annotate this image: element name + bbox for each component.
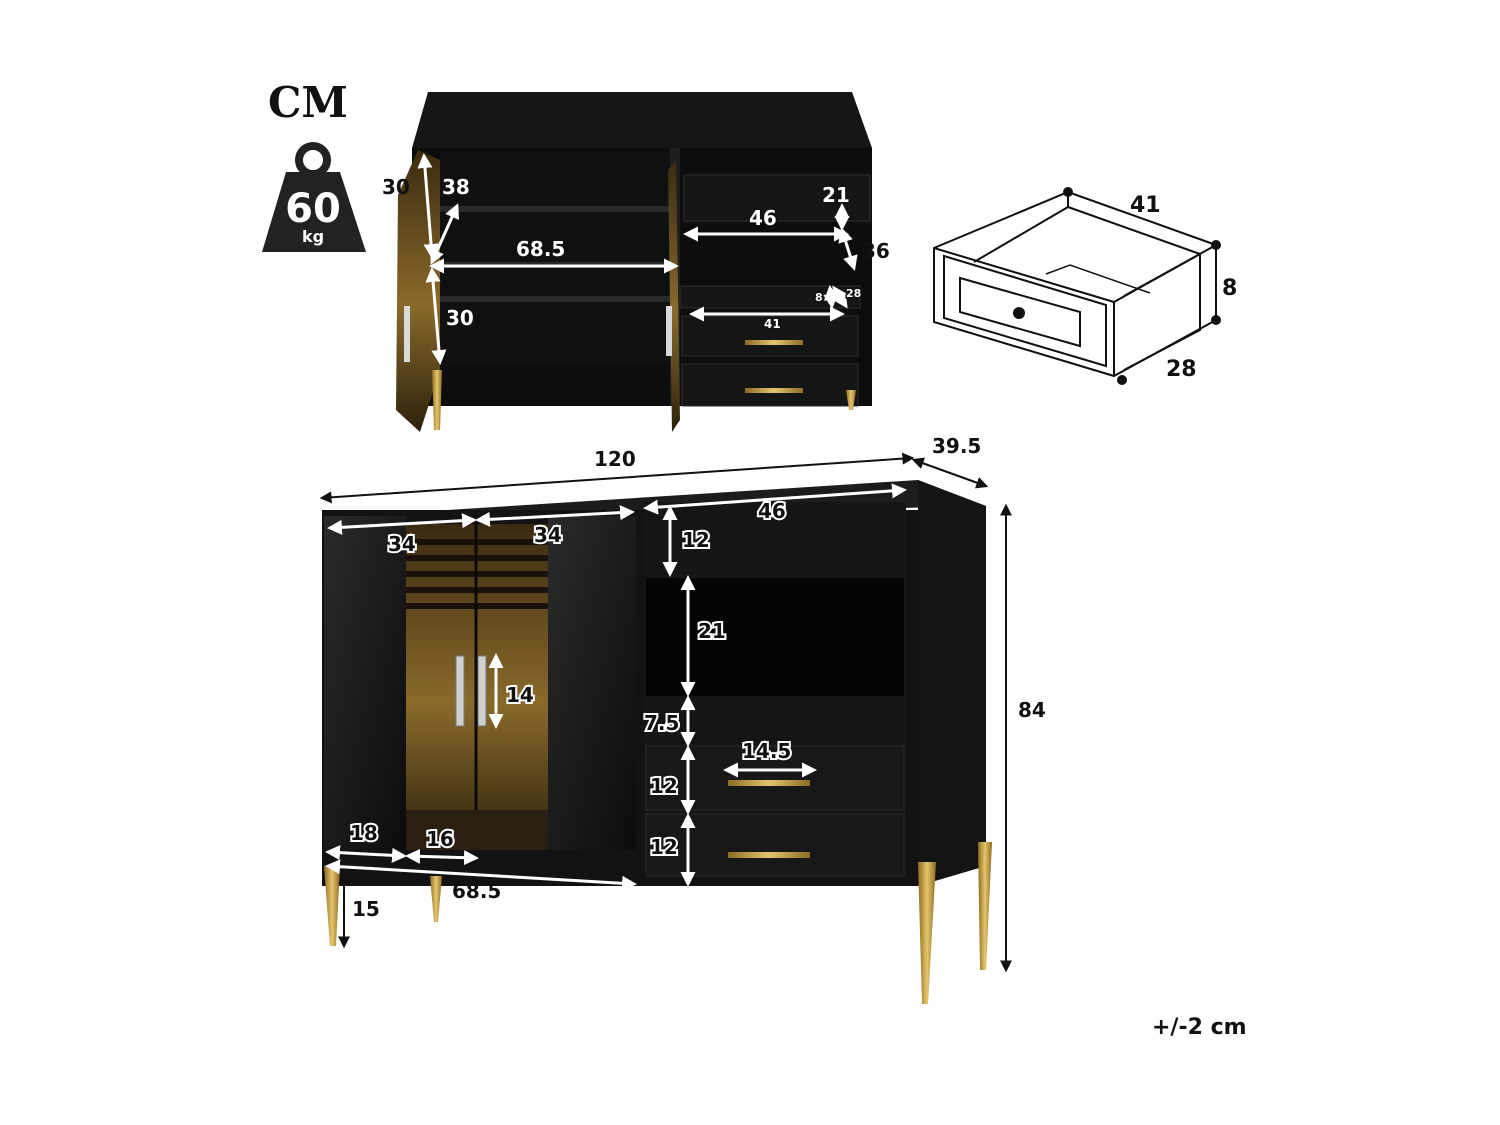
fv-right-section-width: 46 <box>758 499 786 523</box>
tv-small-drawer-height: 8 <box>815 291 823 304</box>
drawer-width: 41 <box>1130 193 1161 218</box>
fv-drawer-handle-width: 14.5 <box>742 739 791 763</box>
leg-back-right <box>978 842 992 970</box>
tolerance-note: +/-2 cm <box>1152 1015 1247 1040</box>
drawer1-handle <box>728 780 810 786</box>
glass-door-handle-left <box>455 655 465 727</box>
fv-center-door-width: 34 <box>534 523 562 547</box>
drawer-detail-drawing <box>933 187 1221 385</box>
tv-small-drawer-width: 41 <box>764 317 781 331</box>
fv-top-panel-height: 12 <box>682 528 710 552</box>
tv-small-drawer-depth: 28 <box>846 287 861 300</box>
tv-drawer-opening-height: 21 <box>822 183 850 207</box>
tv-depth-diag: 38 <box>442 175 470 199</box>
fv-open-shelf-height: 21 <box>698 619 726 643</box>
tv-drawer-inner-width: 46 <box>749 206 777 230</box>
fv-total-width: 120 <box>594 447 636 471</box>
front-view-dimension-lines <box>319 452 1012 973</box>
open-cabinet-illustration <box>396 92 872 432</box>
drawer-height: 8 <box>1222 276 1237 301</box>
weight-value: 60 <box>285 186 341 232</box>
tv-left-shelf-height-top: 30 <box>382 175 410 199</box>
weight-icon: 60 kg <box>262 142 366 252</box>
tv-drawer-section-depth: 36 <box>862 239 890 263</box>
fv-handle-length: 14 <box>506 683 534 707</box>
fv-depth: 39.5 <box>932 434 981 458</box>
drawer2-handle <box>728 852 810 858</box>
fv-divider-height: 7.5 <box>644 711 679 735</box>
glass-door-handle-right <box>477 655 487 727</box>
drawer-depth: 28 <box>1166 357 1197 382</box>
fv-side-panel-width: 18 <box>350 821 378 845</box>
fv-drawer1-height: 12 <box>650 774 678 798</box>
leg-back-left <box>430 876 442 922</box>
fv-glass-door-width: 16 <box>426 827 454 851</box>
sideboard-front-illustration <box>322 480 992 1004</box>
tv-inner-width: 68.5 <box>516 237 565 261</box>
weight-unit: kg <box>302 227 324 246</box>
fv-height: 84 <box>1018 698 1046 722</box>
fv-left-door-width: 34 <box>388 532 416 556</box>
fv-drawer2-height: 12 <box>650 835 678 859</box>
fv-leg-height: 15 <box>352 897 380 921</box>
top-view-dimension-lines <box>417 153 858 365</box>
tv-left-shelf-height-bottom: 30 <box>446 306 474 330</box>
leg-front-left <box>324 866 340 946</box>
units-title: CM <box>268 78 348 127</box>
leg-front-right <box>918 862 936 1004</box>
fv-left-section-width: 68.5 <box>452 879 501 903</box>
